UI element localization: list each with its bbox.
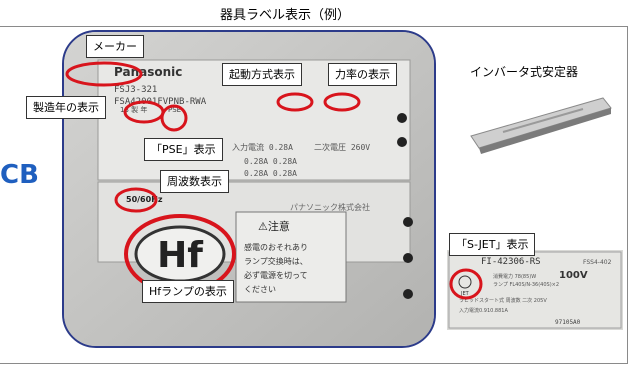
callout-year: 製造年の表示 (26, 96, 106, 119)
sjet-label-panel (448, 251, 622, 329)
inverter-title: インバータ式安定器 (470, 65, 579, 79)
warning-line: ランプ交換時は、 (244, 256, 308, 266)
sjet-label-photo: FI-42306-RS FSS4-402 100V 消費電力 78(85)W ラ… (447, 250, 623, 330)
sjet-line: ラピッドスタート式 周波数 二次 205V (459, 297, 547, 304)
marker-circle-sjet (449, 268, 483, 300)
callout-pse: 「PSE」表示 (144, 138, 223, 161)
marker-circle-maker (65, 61, 143, 87)
callout-frequency: 周波数表示 (160, 170, 229, 193)
sjet-line: ランプ FL40S/N-36(40S)×2 (493, 282, 559, 288)
sjet-serial: 97105A0 (555, 319, 581, 326)
label-photo-svg: Panasonic FSJ3-321 FSA42001FVPNB-RWA 13 … (64, 32, 434, 346)
sjet-line: 入力電流0.910.881A (459, 307, 508, 314)
screw-hole (403, 253, 413, 263)
warning-line: ください (244, 285, 276, 294)
inverter-photo (463, 84, 618, 166)
inverter-side (479, 108, 611, 154)
sjet-jet-text: JET (460, 291, 470, 297)
rating-line: 0.28A 0.28A (244, 169, 297, 178)
callout-power-factor: 力率の表示 (328, 63, 397, 86)
sjet-code: FSS4-402 (583, 259, 612, 266)
marker-circle-pf (323, 92, 361, 112)
page-title: 器具ラベル表示（例） (219, 8, 350, 23)
callout-sjet: 「S-JET」表示 (449, 233, 536, 256)
sjet-line: 消費電力 78(85)W (493, 273, 536, 280)
warning-line: 必ず電源を切って (244, 270, 308, 280)
marker-circle-pse (160, 104, 188, 132)
freq-mark: 50/60Hz (126, 195, 163, 204)
screw-hole (397, 113, 407, 123)
marker-circle-freq (114, 187, 158, 213)
year-mark: 13 製 年 (120, 105, 147, 114)
model-code-1: FSJ3-321 (114, 85, 157, 95)
document-frame (0, 26, 628, 364)
warning-line: 感電のおそれあり (244, 242, 308, 252)
inverter-highlight (502, 108, 584, 133)
sjet-model: FI-42306-RS (481, 257, 541, 267)
marker-circle-start (276, 92, 314, 112)
side-text: CB (0, 160, 39, 190)
screw-hole (397, 137, 407, 147)
callout-start-method: 起動方式表示 (222, 63, 302, 86)
warning-panel (235, 211, 347, 303)
sjet-symbol-icon (458, 275, 472, 289)
rating-line: 入力電流 0.28A (232, 142, 293, 152)
callout-hf-lamp: Hfランプの表示 (142, 280, 234, 303)
maker-small: パナソニック株式会社 (290, 202, 370, 212)
sjet-voltage: 100V (559, 270, 588, 281)
callout-maker: メーカー (86, 35, 144, 58)
screw-hole (403, 217, 413, 227)
rating-line: 二次電圧 260V (314, 142, 370, 152)
pse-mark: PSE (168, 106, 181, 114)
warning-title: ⚠注意 (258, 219, 290, 233)
model-code-2: FSA42001FVPNB-RWA (114, 97, 207, 107)
rating-line: 0.28A 0.28A (244, 157, 297, 166)
screw-hole (403, 289, 413, 299)
hf-text: Hf (157, 235, 203, 276)
brand-text: Panasonic (114, 65, 182, 79)
